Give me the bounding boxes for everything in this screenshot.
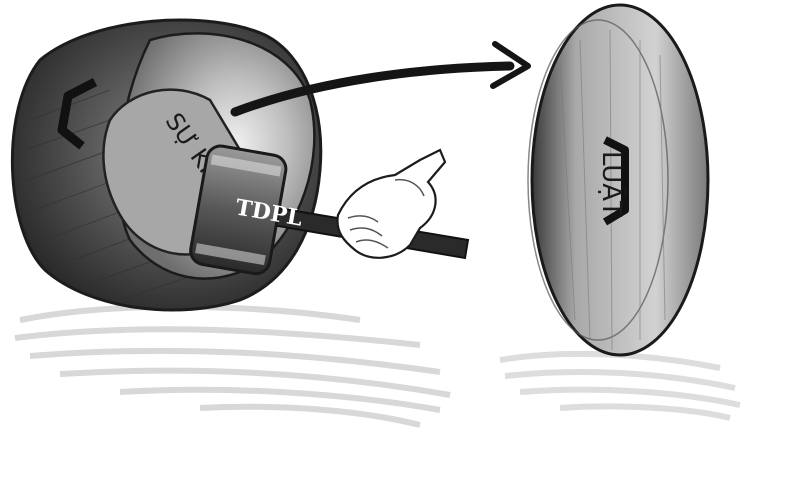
hand xyxy=(336,148,447,259)
law-label: LUẬT xyxy=(596,151,628,217)
ground-shadow-right xyxy=(499,350,741,421)
ground-shadow-left xyxy=(14,303,451,428)
arrow xyxy=(230,41,531,117)
drum-handle-left xyxy=(57,78,98,150)
lid: LUẬT xyxy=(527,3,710,357)
lid-handle xyxy=(602,136,629,226)
